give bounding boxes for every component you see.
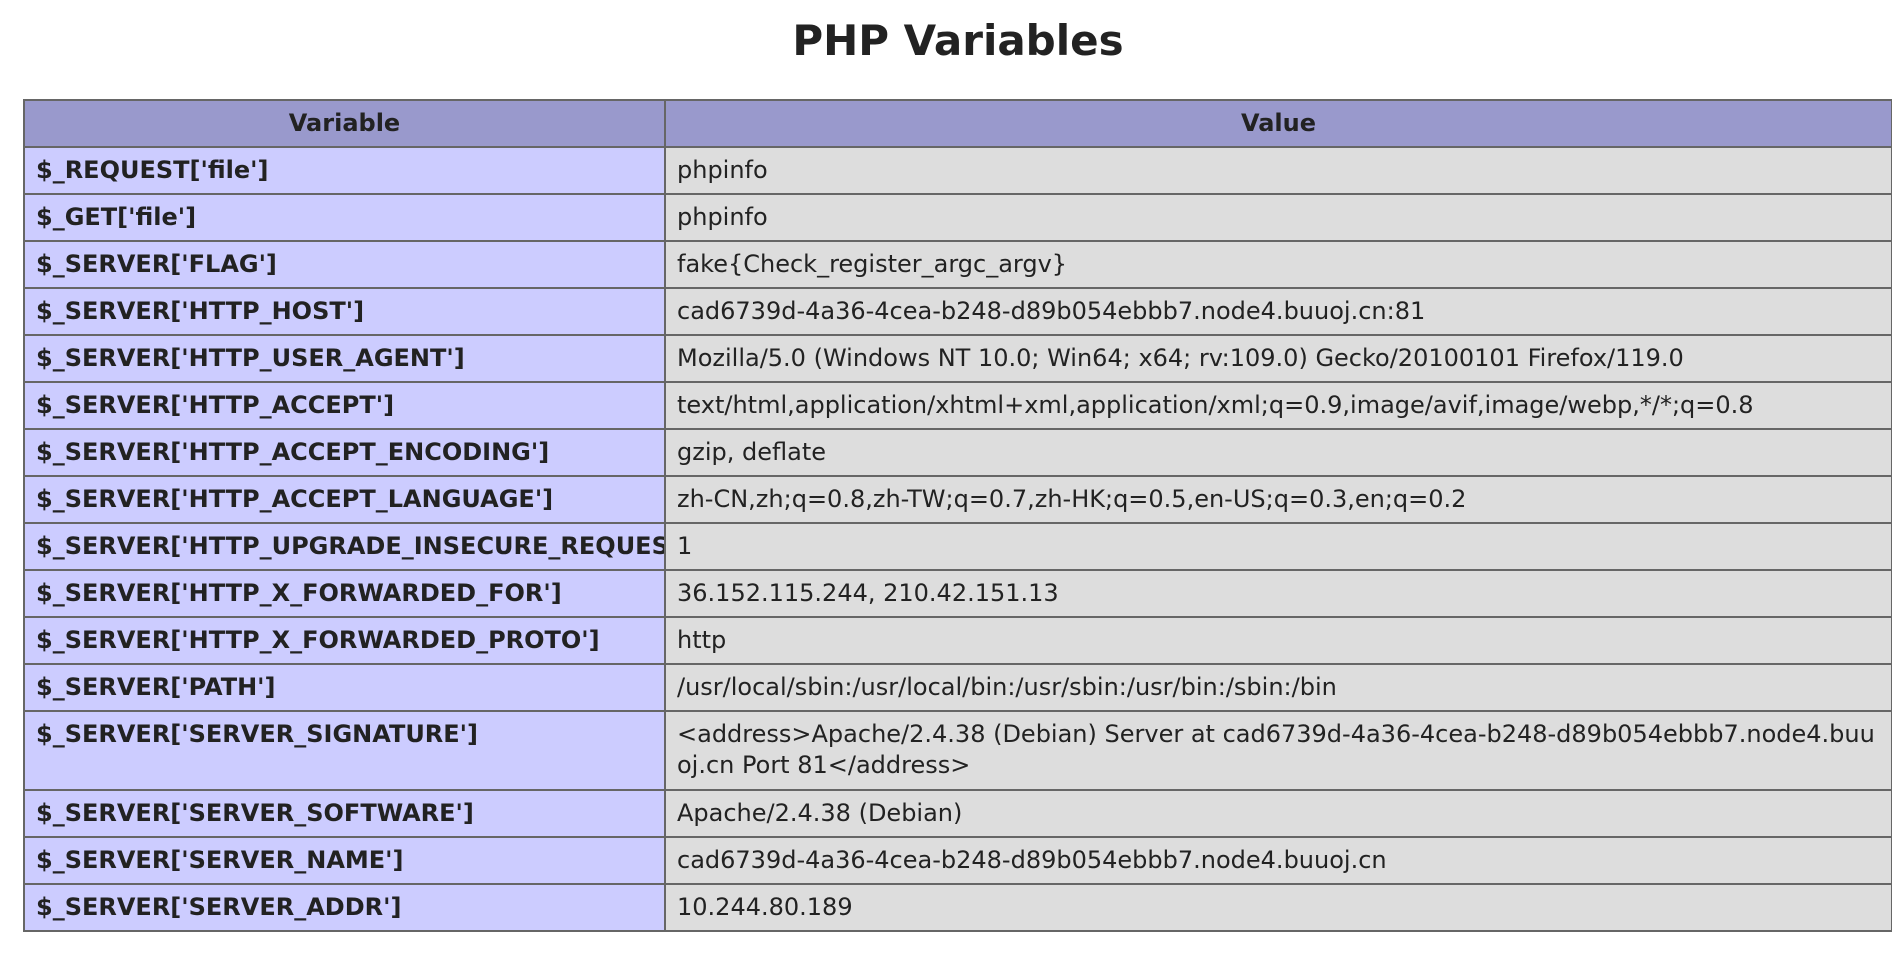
variable-value: cad6739d-4a36-4cea-b248-d89b054ebbb7.nod… — [664, 836, 1892, 885]
variable-name: $_SERVER['SERVER_SIGNATURE'] — [23, 710, 666, 791]
variable-name: $_SERVER['HTTP_HOST'] — [23, 287, 666, 336]
variable-value: 36.152.115.244, 210.42.151.13 — [664, 569, 1892, 618]
variable-name: $_SERVER['HTTP_ACCEPT'] — [23, 381, 666, 430]
variable-name: $_SERVER['HTTP_X_FORWARDED_FOR'] — [23, 569, 666, 618]
variable-value: Mozilla/5.0 (Windows NT 10.0; Win64; x64… — [664, 334, 1892, 383]
variable-name: $_SERVER['HTTP_ACCEPT_LANGUAGE'] — [23, 475, 666, 524]
table-header-row: Variable Value — [23, 99, 1892, 148]
table-row: $_SERVER['FLAG'] fake{Check_register_arg… — [23, 240, 1892, 289]
variable-value: gzip, deflate — [664, 428, 1892, 477]
table-row: $_SERVER['HTTP_X_FORWARDED_FOR'] 36.152.… — [23, 569, 1892, 618]
variable-value: phpinfo — [664, 146, 1892, 195]
column-header-variable: Variable — [23, 99, 666, 148]
table-row: $_SERVER['HTTP_X_FORWARDED_PROTO'] http — [23, 616, 1892, 665]
variable-value: 1 — [664, 522, 1892, 571]
variable-name: $_GET['file'] — [23, 193, 666, 242]
table-row: $_SERVER['SERVER_SIGNATURE'] <address>Ap… — [23, 710, 1892, 791]
table-row: $_SERVER['HTTP_ACCEPT_LANGUAGE'] zh-CN,z… — [23, 475, 1892, 524]
variable-value: Apache/2.4.38 (Debian) — [664, 789, 1892, 838]
variable-name: $_SERVER['SERVER_SOFTWARE'] — [23, 789, 666, 838]
table-row: $_SERVER['PATH'] /usr/local/sbin:/usr/lo… — [23, 663, 1892, 712]
table-row: $_REQUEST['file'] phpinfo — [23, 146, 1892, 195]
variable-name: $_SERVER['SERVER_ADDR'] — [23, 883, 666, 932]
table-header: Variable Value — [23, 99, 1892, 148]
table-row: $_SERVER['HTTP_USER_AGENT'] Mozilla/5.0 … — [23, 334, 1892, 383]
variable-name: $_SERVER['PATH'] — [23, 663, 666, 712]
table-row: $_SERVER['SERVER_ADDR'] 10.244.80.189 — [23, 883, 1892, 932]
variable-name: $_SERVER['SERVER_NAME'] — [23, 836, 666, 885]
variable-value: zh-CN,zh;q=0.8,zh-TW;q=0.7,zh-HK;q=0.5,e… — [664, 475, 1892, 524]
page-title: PHP Variables — [792, 16, 1124, 65]
variable-value: 10.244.80.189 — [664, 883, 1892, 932]
variable-value: text/html,application/xhtml+xml,applicat… — [664, 381, 1892, 430]
table-row: $_SERVER['HTTP_UPGRADE_INSECURE_REQUESTS… — [23, 522, 1892, 571]
variable-name: $_SERVER['HTTP_USER_AGENT'] — [23, 334, 666, 383]
column-header-value: Value — [664, 99, 1892, 148]
table-row: $_SERVER['SERVER_SOFTWARE'] Apache/2.4.3… — [23, 789, 1892, 838]
variable-value: phpinfo — [664, 193, 1892, 242]
variable-name: $_SERVER['HTTP_ACCEPT_ENCODING'] — [23, 428, 666, 477]
variable-name: $_SERVER['HTTP_UPGRADE_INSECURE_REQUESTS… — [23, 522, 666, 571]
variable-value: /usr/local/sbin:/usr/local/bin:/usr/sbin… — [664, 663, 1892, 712]
table-row: $_SERVER['SERVER_NAME'] cad6739d-4a36-4c… — [23, 836, 1892, 885]
table-row: $_SERVER['HTTP_ACCEPT_ENCODING'] gzip, d… — [23, 428, 1892, 477]
variable-value: cad6739d-4a36-4cea-b248-d89b054ebbb7.nod… — [664, 287, 1892, 336]
php-variables-table: Variable Value $_REQUEST['file'] phpinfo… — [23, 99, 1892, 932]
variable-name: $_SERVER['HTTP_X_FORWARDED_PROTO'] — [23, 616, 666, 665]
variable-name: $_SERVER['FLAG'] — [23, 240, 666, 289]
table-row: $_SERVER['HTTP_ACCEPT'] text/html,applic… — [23, 381, 1892, 430]
table-row: $_SERVER['HTTP_HOST'] cad6739d-4a36-4cea… — [23, 287, 1892, 336]
variable-name: $_REQUEST['file'] — [23, 146, 666, 195]
variable-value: fake{Check_register_argc_argv} — [664, 240, 1892, 289]
variable-value: http — [664, 616, 1892, 665]
table-row: $_GET['file'] phpinfo — [23, 193, 1892, 242]
variable-value: <address>Apache/2.4.38 (Debian) Server a… — [664, 710, 1892, 791]
table-body: $_REQUEST['file'] phpinfo $_GET['file'] … — [23, 146, 1892, 932]
